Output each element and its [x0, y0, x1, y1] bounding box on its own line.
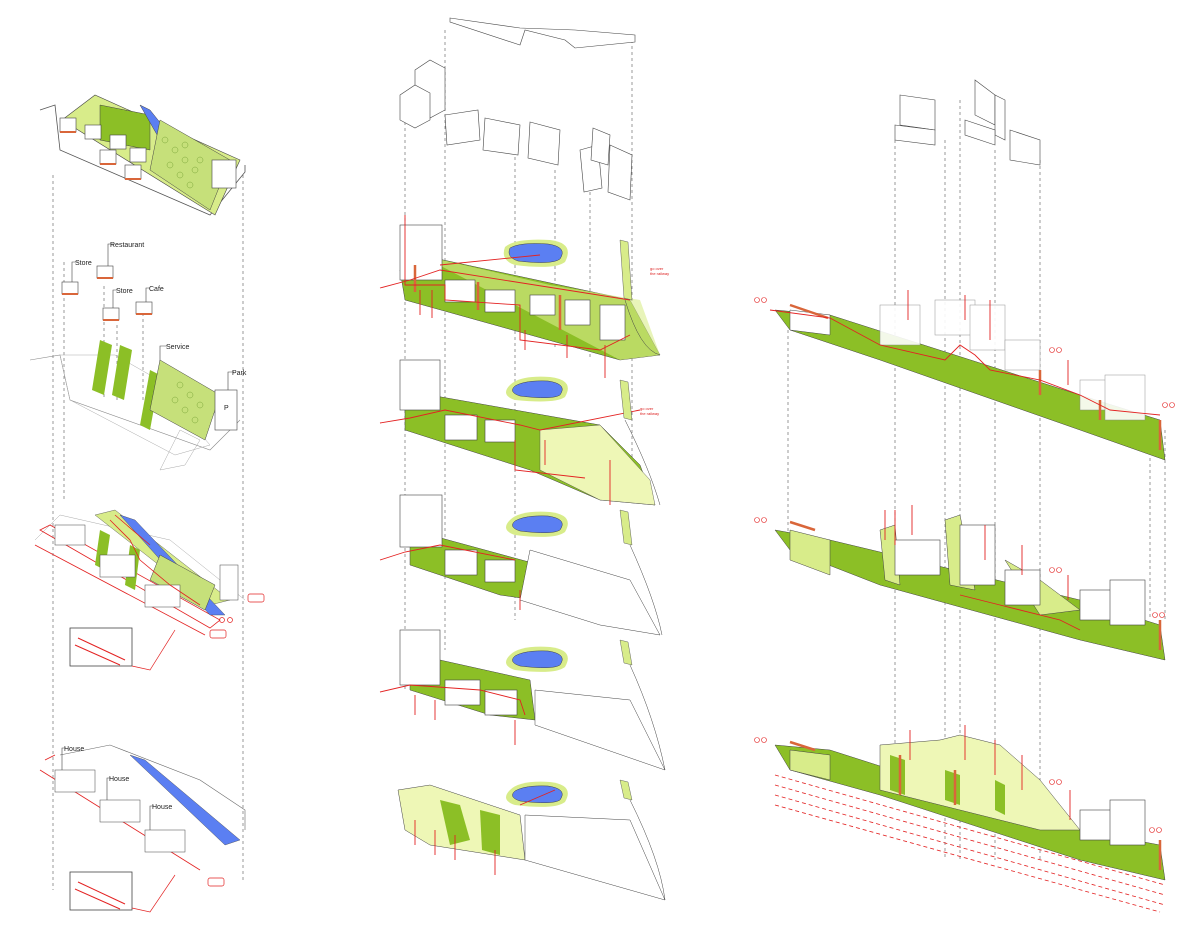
- vehicle-icons: [209, 593, 265, 639]
- right-layer-3: [774, 725, 1166, 913]
- note-railway-2a: go over: [640, 406, 654, 411]
- label-house-b: House: [109, 776, 129, 783]
- site-outline-top: [449, 17, 636, 49]
- middle-layer-2: go over the railway: [379, 359, 659, 506]
- railway-strips: [619, 239, 633, 801]
- middle-layer-5: [397, 781, 666, 901]
- right-layer-1: [769, 290, 1166, 461]
- label-house-a: House: [64, 746, 84, 753]
- note-railway-1b: the railway: [650, 271, 669, 276]
- middle-layer-4: [379, 629, 666, 771]
- left-block-4: House House House: [39, 744, 246, 913]
- label-cafe: Cafe: [149, 286, 164, 293]
- label-parking: P: [224, 405, 229, 412]
- right-layer-2: [774, 505, 1166, 661]
- left-column: Store Restaurant Store Cafe Service Park…: [29, 94, 265, 913]
- left-block-1: [39, 94, 246, 216]
- building-wireframes: [399, 59, 633, 201]
- label-store-b: Store: [116, 288, 133, 295]
- railway-edges: [624, 299, 666, 901]
- middle-layer-1: go over the railway: [379, 215, 669, 378]
- right-building-wireframes: [894, 79, 1041, 166]
- label-park: Park: [232, 370, 247, 377]
- label-service: Service: [166, 344, 189, 351]
- middle-layer-3: [379, 494, 661, 636]
- label-restaurant: Restaurant: [110, 242, 144, 249]
- detail-box-1: [69, 627, 133, 667]
- right-column: [754, 79, 1175, 913]
- left-block-2: Store Restaurant Store Cafe Service Park…: [29, 242, 247, 471]
- left-block-3: [34, 509, 265, 671]
- label-store-a: Store: [75, 260, 92, 267]
- bike-icons: [754, 297, 1175, 833]
- note-railway-2b: the railway: [640, 411, 659, 416]
- label-house-c: House: [152, 804, 172, 811]
- middle-column: go over the railway go over the railway: [379, 17, 669, 901]
- note-railway-1a: go over: [650, 266, 664, 271]
- right-projection-lines: [787, 100, 1166, 860]
